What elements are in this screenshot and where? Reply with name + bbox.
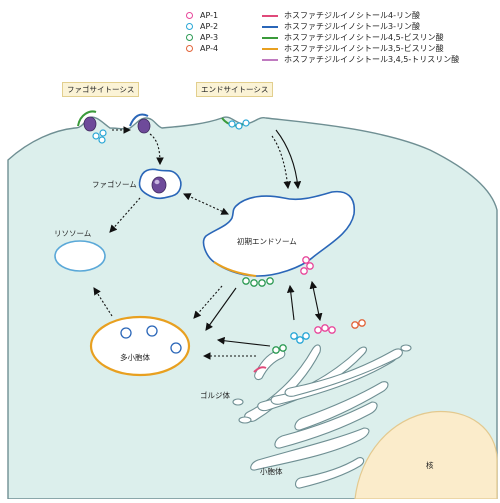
ap3-on-endosome: [242, 277, 274, 287]
legend-pip3-label: ホスファチジルイノシトール3,4,5-トリスリン酸: [284, 55, 460, 64]
early-endosome-label: 初期エンドソーム: [237, 237, 297, 246]
intraluminal-vesicles: [120, 325, 182, 354]
ap-on-golgi: [272, 319, 366, 354]
legend-pi3p-label: ホスファチジルイノシトール3-リン酸: [284, 22, 420, 31]
endoplasmic-reticulum: [250, 381, 389, 489]
early-endosome: [202, 190, 356, 277]
trafficking-arrows: [93, 126, 323, 360]
mvb-label: 多小胞体: [120, 353, 150, 362]
legend-ap4: AP-4: [186, 43, 218, 54]
legend-pi35p2: ホスファチジルイノシトール3,5-ビスリン酸: [262, 43, 459, 54]
pi3p-line-icon: [262, 25, 278, 28]
ap1-on-endosome: [300, 256, 314, 275]
legend-pi45p2: ホスファチジルイノシトール4,5-ビスリン酸: [262, 32, 459, 43]
legend-pi3p: ホスファチジルイノシトール3-リン酸: [262, 21, 459, 32]
ap4-icon: [186, 45, 193, 52]
legend-adaptors: AP-1 AP-2 AP-3 AP-4: [186, 10, 218, 54]
pip3-line-icon: [262, 58, 278, 61]
legend-ap4-label: AP-4: [200, 44, 219, 53]
phagosome-label: ファゴソーム: [92, 180, 137, 189]
pi45p2-line-icon: [262, 36, 278, 39]
legend-lipids: ホスファチジルイノシトール4-リン酸 ホスファチジルイノシトール3-リン酸 ホス…: [262, 10, 459, 65]
ap1-icon: [186, 12, 193, 19]
early-endosome-pi35p2-segment: [213, 261, 257, 277]
legend-pi35p2-label: ホスファチジルイノシトール3,5-ビスリン酸: [284, 44, 444, 53]
multivesicular-body: [89, 315, 191, 377]
lysosome: [54, 240, 106, 272]
legend-ap3-label: AP-3: [200, 33, 219, 42]
golgi-apparatus: [232, 344, 412, 424]
pi35p2-line-icon: [262, 47, 278, 50]
ap3-icon: [186, 34, 193, 41]
nucleus: [354, 410, 498, 500]
ap2-icon: [186, 23, 193, 30]
endocytosis-label: エンドサイトーシス: [196, 82, 274, 97]
legend-pi4p: ホスファチジルイノシトール4-リン酸: [262, 10, 459, 21]
pi4p-golgi-segment: [253, 366, 267, 373]
endocytic-pit: [221, 117, 250, 130]
phagocytosis-label: ファゴサイトーシス: [62, 82, 140, 97]
legend-pi4p-label: ホスファチジルイノシトール4-リン酸: [284, 11, 420, 20]
vesicle-label: 小胞体: [260, 467, 283, 476]
phagosome-cargo: [151, 176, 167, 194]
legend-pip3: ホスファチジルイノシトール3,4,5-トリスリン酸: [262, 54, 459, 65]
legend-ap2: AP-2: [186, 21, 218, 32]
pi4p-line-icon: [262, 14, 278, 17]
legend-ap1-label: AP-1: [200, 11, 219, 20]
lysosome-label: リソソーム: [54, 229, 92, 238]
legend-pi45p2-label: ホスファチジルイノシトール4,5-ビスリン酸: [284, 33, 444, 42]
legend-ap1: AP-1: [186, 10, 218, 21]
golgi-label: ゴルジ体: [200, 391, 230, 400]
legend-ap3: AP-3: [186, 32, 218, 43]
nucleus-label: 核: [426, 461, 434, 470]
phagocytic-cup: [77, 110, 151, 144]
legend-ap2-label: AP-2: [200, 22, 219, 31]
